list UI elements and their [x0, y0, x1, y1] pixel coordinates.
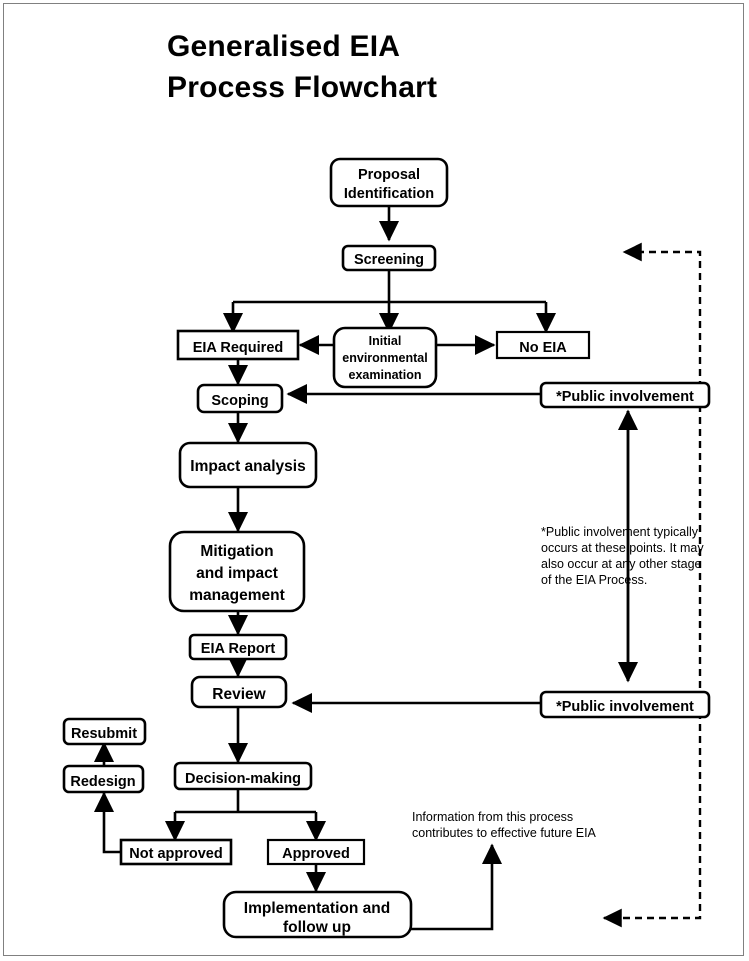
node-impact-analysis[interactable]: Impact analysis — [178, 441, 318, 489]
node-mitigation-label-2: and impact — [196, 565, 278, 582]
node-initial-environmental-examination-shape — [332, 326, 438, 389]
node-eia-required-shape — [176, 329, 300, 361]
footnote-line-3: also occur at any other stage — [541, 557, 702, 571]
node-approved-shape — [266, 838, 366, 866]
connector-dashed-feedback-top — [622, 242, 702, 712]
node-implementation-label-1: Implementation and — [244, 900, 390, 917]
node-resubmit-label: Resubmit — [71, 726, 137, 742]
node-proposal-identification[interactable]: Proposal Identification — [329, 157, 449, 208]
node-mitigation-label-3: management — [189, 587, 285, 604]
node-public-involvement-lower-label: *Public involvement — [556, 699, 694, 715]
node-initial-environmental-examination[interactable]: Initial environmental examination — [332, 326, 438, 389]
node-decision-making-shape — [173, 761, 313, 791]
node-public-involvement-upper-shape — [539, 381, 711, 409]
node-resubmit[interactable]: Resubmit — [62, 717, 147, 746]
node-decision-making-label: Decision-making — [185, 771, 301, 787]
node-initial-exam-label-1: Initial — [369, 334, 402, 348]
node-eia-report-shape — [188, 633, 288, 661]
node-decision-making[interactable]: Decision-making — [173, 761, 313, 791]
node-screening-shape — [341, 244, 437, 272]
page-title: Generalised EIA Process Flowchart — [167, 30, 438, 105]
footnote-public-involvement: *Public involvement typically occurs at … — [541, 525, 704, 587]
node-not-approved[interactable]: Not approved — [119, 838, 233, 866]
node-proposal-identification-label-1: Proposal — [358, 167, 420, 183]
node-no-eia-label: No EIA — [519, 340, 567, 356]
node-public-involvement-upper[interactable]: *Public involvement — [539, 381, 711, 409]
node-screening[interactable]: Screening — [341, 244, 437, 272]
node-impact-analysis-label: Impact analysis — [190, 458, 305, 475]
node-mitigation-shape — [168, 530, 306, 613]
node-implementation-shape — [222, 890, 413, 939]
node-approved-label: Approved — [282, 846, 350, 862]
node-screening-label: Screening — [354, 252, 424, 268]
feedback-note-line-1: Information from this process — [412, 810, 573, 824]
node-public-involvement-upper-label: *Public involvement — [556, 389, 694, 405]
node-redesign[interactable]: Redesign — [62, 764, 145, 794]
connector-dashed-feedback-bottom — [602, 712, 702, 928]
annotation-future-eia-feedback: Information from this process contribute… — [412, 810, 597, 840]
node-public-involvement-lower[interactable]: *Public involvement — [539, 690, 711, 719]
node-initial-exam-label-2: environmental — [342, 351, 427, 365]
node-scoping[interactable]: Scoping — [196, 383, 284, 414]
connector-implementation-to-feedback-note — [411, 843, 503, 931]
node-proposal-identification-label-2: Identification — [344, 186, 434, 202]
node-not-approved-label: Not approved — [129, 846, 222, 862]
node-redesign-label: Redesign — [70, 774, 135, 790]
connector-not-approved-to-redesign — [93, 791, 123, 854]
node-eia-required[interactable]: EIA Required — [176, 329, 300, 361]
node-eia-report-label: EIA Report — [201, 641, 276, 657]
node-proposal-identification-shape — [329, 157, 449, 208]
node-mitigation-label-1: Mitigation — [200, 543, 273, 560]
node-public-involvement-lower-shape — [539, 690, 711, 719]
node-no-eia[interactable]: No EIA — [495, 330, 591, 360]
node-review-shape — [190, 675, 288, 709]
node-review-label: Review — [212, 686, 266, 703]
node-implementation-label-2: follow up — [283, 919, 351, 936]
node-redesign-shape — [62, 764, 145, 794]
node-resubmit-shape — [62, 717, 147, 746]
node-implementation-and-follow-up[interactable]: Implementation and follow up — [222, 890, 413, 939]
node-no-eia-shape — [495, 330, 591, 360]
node-impact-analysis-shape — [178, 441, 318, 489]
node-eia-report[interactable]: EIA Report — [188, 633, 288, 661]
node-not-approved-shape — [119, 838, 233, 866]
node-scoping-shape — [196, 383, 284, 414]
node-review[interactable]: Review — [190, 675, 288, 709]
footnote-line-2: occurs at these points. It may — [541, 541, 704, 555]
node-initial-exam-label-3: examination — [349, 368, 422, 382]
node-mitigation-and-impact-management[interactable]: Mitigation and impact management — [168, 530, 306, 613]
node-approved[interactable]: Approved — [266, 838, 366, 866]
node-scoping-label: Scoping — [211, 393, 268, 409]
footnote-line-4: of the EIA Process. — [541, 573, 647, 587]
footnote-line-1: *Public involvement typically — [541, 525, 699, 539]
node-eia-required-label: EIA Required — [193, 340, 284, 356]
feedback-note-line-2: contributes to effective future EIA — [412, 826, 597, 840]
